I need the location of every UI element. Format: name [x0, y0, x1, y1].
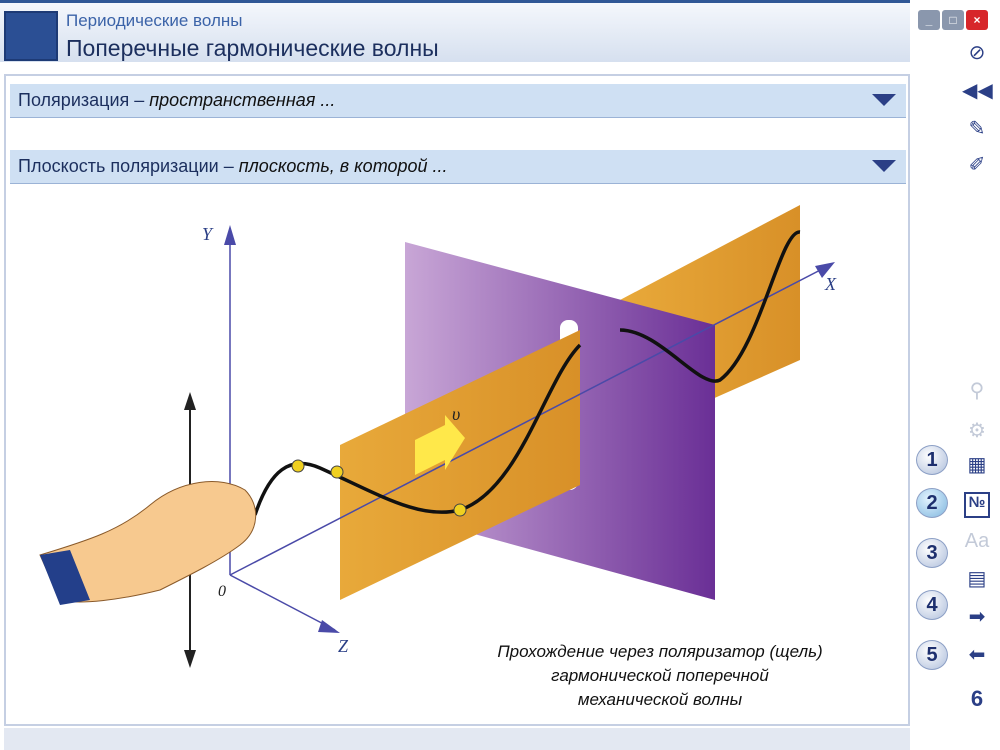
velocity-label: υ: [452, 404, 460, 424]
wave-string: [253, 230, 801, 516]
chevron-down-icon[interactable]: [872, 94, 896, 106]
definition: пространственная ...: [149, 90, 336, 110]
caption: Прохождение через поляризатор (щель) гар…: [420, 640, 900, 712]
arrow-left-icon[interactable]: ⬅: [968, 644, 986, 666]
frame-icon[interactable]: ▦: [967, 454, 987, 476]
close-button[interactable]: ×: [966, 10, 988, 30]
right-toolbar: ⊘ ◀◀ ✎ ✐ ⚲ ⚙ ▦ № Aa ▤ ➡ ⬅ 1 2 3 4 5 6: [910, 0, 1000, 750]
status-bar: [4, 728, 910, 750]
window-title: Поперечные гармонические волны: [66, 35, 439, 61]
axis-z-label: Z: [338, 636, 349, 656]
hand: [39, 481, 257, 603]
page-2-button[interactable]: 2: [916, 488, 948, 518]
definition: плоскость, в которой ...: [238, 156, 448, 176]
window-subtitle: Периодические волны: [66, 11, 243, 30]
window-controls: _ □ ×: [918, 10, 988, 30]
caption-line: механической волны: [577, 690, 743, 709]
accordion-polarization-plane[interactable]: Плоскость поляризации – плоскость, в кот…: [10, 150, 906, 184]
page-6-button[interactable]: 6: [970, 686, 984, 711]
maximize-button[interactable]: □: [942, 10, 964, 30]
chevron-down-icon[interactable]: [872, 160, 896, 172]
origin-label: 0: [218, 583, 226, 600]
rewind-icon[interactable]: ◀◀: [962, 80, 993, 102]
number-icon[interactable]: №: [964, 492, 990, 518]
front-wave-plane: [340, 330, 580, 600]
wave-illustration: Y X Z 0 υ: [39, 205, 837, 668]
tools-icon[interactable]: ✎: [968, 118, 986, 140]
page-3-button[interactable]: 3: [916, 538, 948, 568]
page-1-button[interactable]: 1: [916, 445, 948, 475]
app-logo-icon: [4, 11, 58, 61]
axis-x-label: X: [824, 274, 837, 294]
caption-line: гармонической поперечной: [551, 666, 769, 685]
zoom-icon[interactable]: ⚲: [969, 380, 985, 402]
page-4-button[interactable]: 4: [916, 590, 948, 620]
separator: –: [129, 90, 150, 110]
table-icon[interactable]: ▤: [967, 568, 987, 590]
x-axis: [229, 264, 831, 576]
font-icon[interactable]: Aa: [964, 530, 990, 552]
eraser-icon[interactable]: ✐: [968, 154, 986, 176]
z-axis: [229, 574, 336, 631]
velocity-arrow: [415, 415, 465, 475]
caption-line: Прохождение через поляризатор (щель): [497, 642, 823, 661]
arrow-right-icon[interactable]: ➡: [968, 606, 986, 628]
accordion-polarization[interactable]: Поляризация – пространственная ...: [10, 84, 906, 118]
term: Плоскость поляризации: [18, 156, 219, 176]
separator: –: [218, 156, 239, 176]
term: Поляризация: [18, 90, 130, 110]
axis-y-label: Y: [202, 224, 214, 244]
page-5-button[interactable]: 5: [916, 640, 948, 670]
minimize-button[interactable]: _: [918, 10, 940, 30]
title-bar: Периодические волны Поперечные гармониче…: [0, 0, 910, 62]
sound-off-icon[interactable]: ⊘: [968, 42, 986, 64]
gears-icon[interactable]: ⚙: [968, 420, 986, 442]
